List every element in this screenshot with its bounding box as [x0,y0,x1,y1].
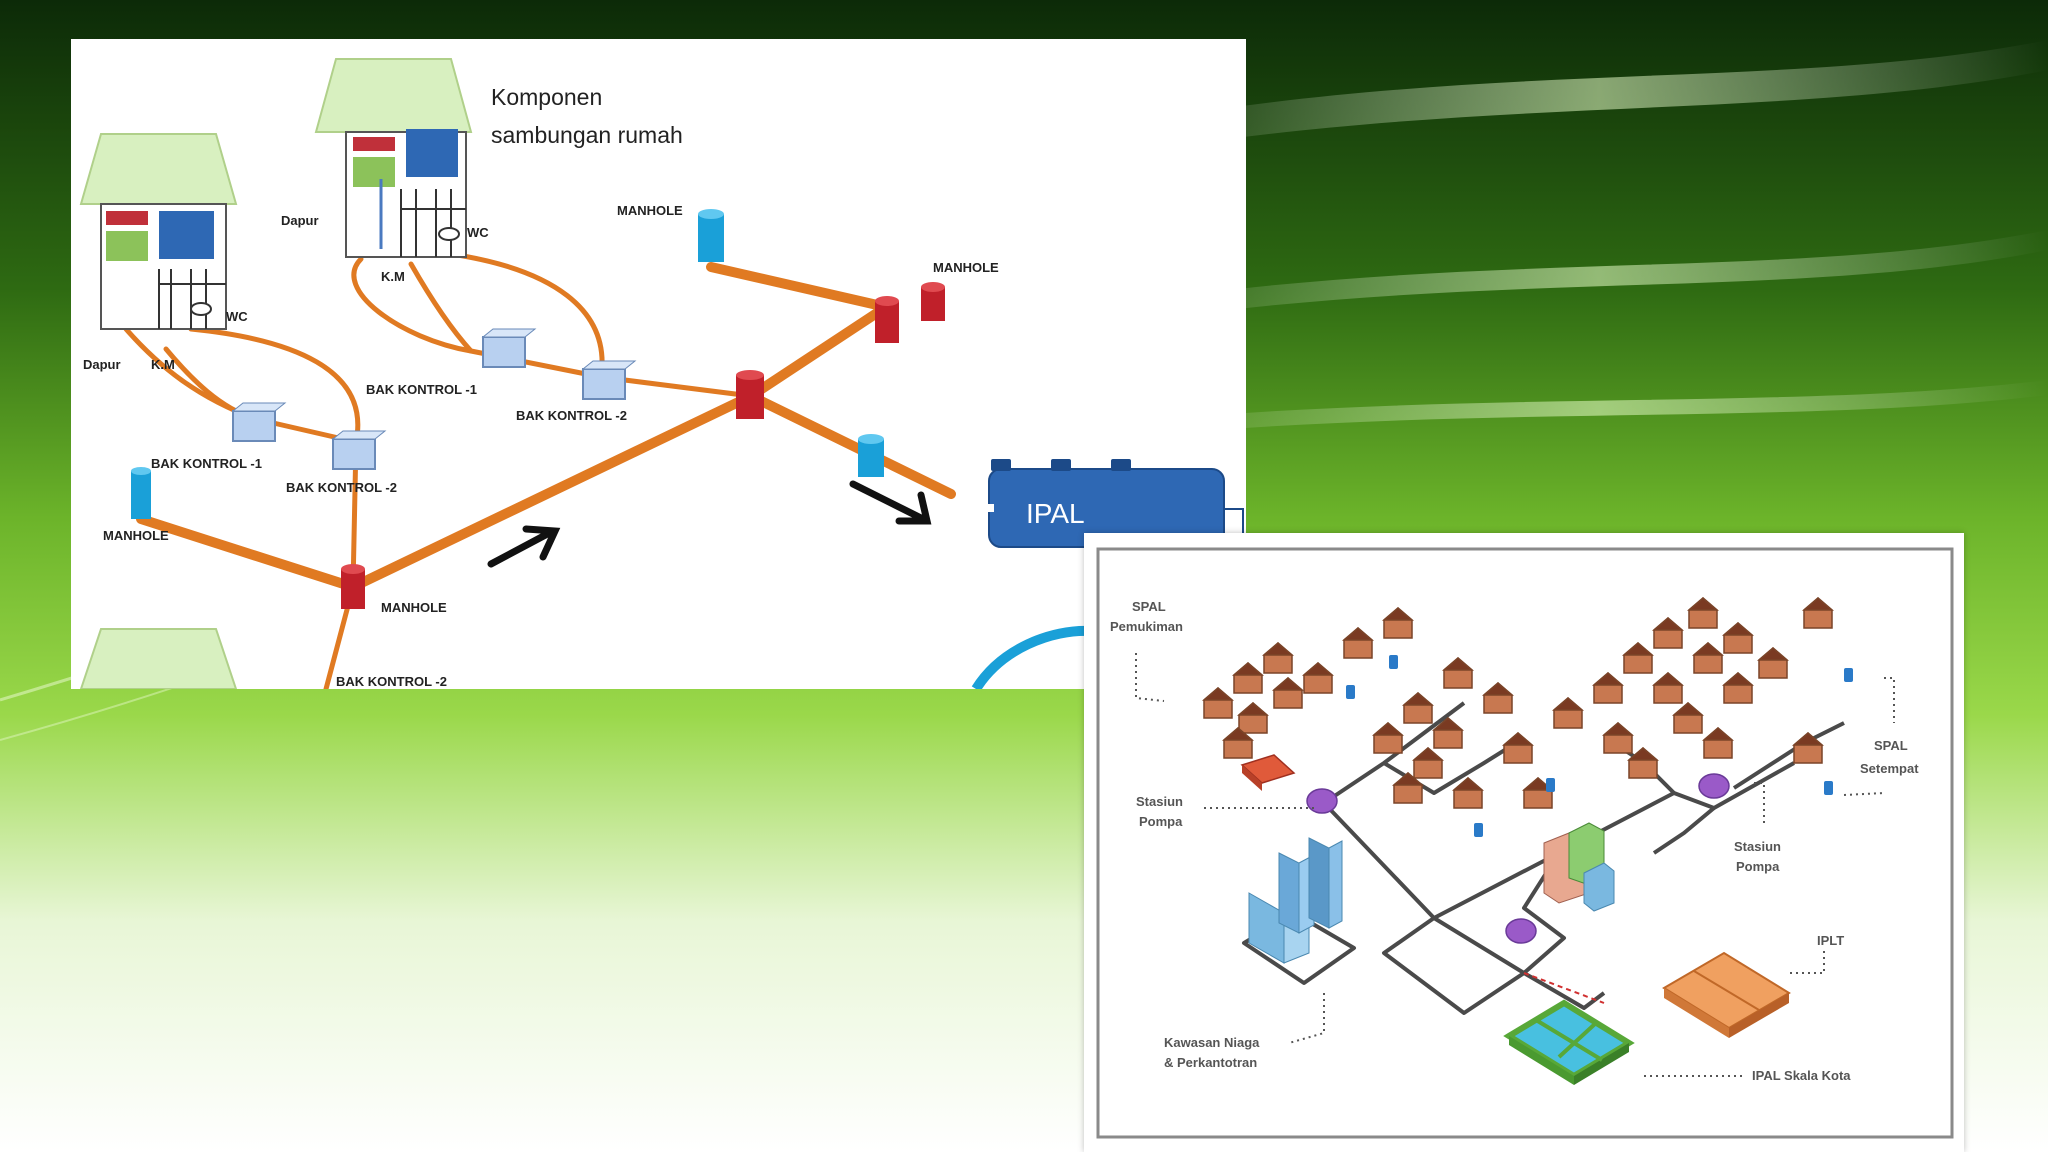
bak-kontrol-box-a1 [231,402,287,442]
label-km: K.M [381,269,405,284]
manhole-red [921,282,945,321]
manhole-blue [131,467,151,519]
sewer-network-pipe [1652,806,1716,855]
bak-kontrol-box-b2 [581,360,637,400]
branch-pipe-ipal [746,391,956,499]
label-stasiun-pompa-2: Pompa [1139,814,1183,829]
label-manhole: MANHOLE [103,528,169,543]
label-spal-pemukiman-1: SPAL [1132,599,1166,614]
manhole-red [341,564,365,609]
sewer-network-pipe [1382,916,1526,1015]
label-manhole: MANHOLE [617,203,683,218]
ipal-city-facility [1503,999,1635,1085]
manhole-blue [858,434,884,477]
office-buildings [1248,837,1343,964]
iplt-facility [1662,951,1791,1038]
label-ipal-skala-kota: IPAL Skala Kota [1752,1068,1851,1083]
label-stasiun-pompa-1: Stasiun [1136,794,1183,809]
label-kawasan-2: & Perkantotran [1164,1055,1257,1070]
bak-kontrol-box-b1 [481,328,537,368]
city-sewerage-diagram: SPAL Pemukiman Stasiun Pompa SPAL Setemp… [1084,533,1964,1152]
label-iplt: IPLT [1817,933,1844,948]
house-connection-svg: Komponen sambungan rumah Dapur K.M WC Da… [79,58,1244,689]
septic-tank-icon [1346,655,1853,837]
label-dapur: Dapur [281,213,319,228]
label-stasiun-pompa-2: Pompa [1736,859,1780,874]
diagram-title-line1: Komponen [491,84,602,110]
manhole-red [736,370,764,419]
label-km: K.M [151,357,175,372]
sewer-network-pipe [1522,971,1606,1010]
label-bak-kontrol-2: BAK KONTROL -2 [336,674,447,689]
pump-station-icon [1306,773,1730,944]
label-kawasan-1: Kawasan Niaga [1164,1035,1260,1050]
city-sewerage-svg: SPAL Pemukiman Stasiun Pompa SPAL Setemp… [1096,547,1954,1139]
label-wc: WC [467,225,489,240]
label-wc: WC [226,309,248,324]
diagram-title-line2: sambungan rumah [491,122,683,148]
label-manhole: MANHOLE [933,260,999,275]
label-bak-kontrol-2: BAK KONTROL -2 [516,408,627,423]
house-connection-diagram: Komponen sambungan rumah Dapur K.M WC Da… [71,39,1246,689]
label-bak-kontrol-2: BAK KONTROL -2 [286,480,397,495]
house-c-partial [79,628,238,689]
sewer-network-pipe [1322,701,1466,805]
label-bak-kontrol-1: BAK KONTROL -1 [151,456,262,471]
mixed-use-buildings [1543,822,1615,912]
flow-arrow-icon [487,525,561,568]
label-dapur: Dapur [83,357,121,372]
label-stasiun-pompa-1: Stasiun [1734,839,1781,854]
branch-pipe-upper [706,262,891,312]
house-b [314,58,473,258]
sewer-network-pipe [1322,761,1795,920]
label-spal-pemukiman-2: Pemukiman [1110,619,1183,634]
label-spal-setempat-2: Setempat [1860,761,1919,776]
label-spal-setempat-1: SPAL [1874,738,1908,753]
label-manhole: MANHOLE [381,600,447,615]
house-cluster [1201,597,1835,809]
label-ipal: IPAL [1026,498,1085,529]
bak-kontrol-box-a2 [331,430,387,470]
pump-box [1240,754,1296,791]
main-sewer-pipe [136,302,891,593]
partial-circle [971,625,1092,689]
manhole-blue [698,209,724,262]
house-a [79,133,238,330]
flow-arrow-icon [849,480,932,525]
label-bak-kontrol-1: BAK KONTROL -1 [366,382,477,397]
manhole-red [875,296,899,343]
sewer-network-pipe [1522,851,1566,975]
